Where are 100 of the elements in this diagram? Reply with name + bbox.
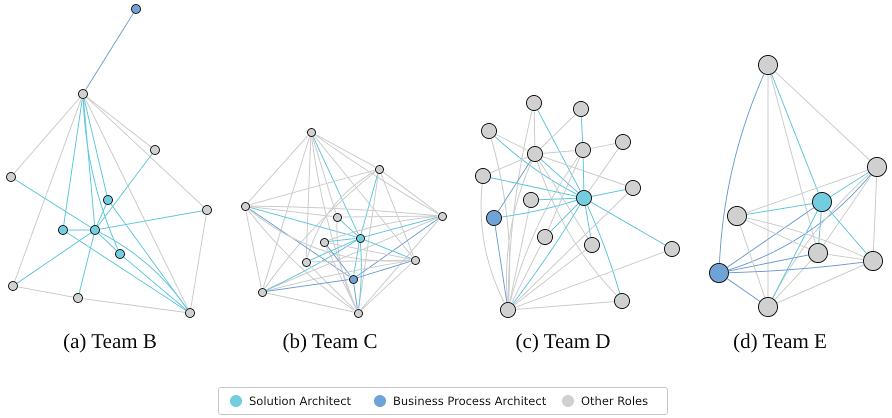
network-node (758, 297, 778, 317)
network-edge (582, 158, 584, 190)
network-edge (308, 264, 356, 310)
network-edge (248, 206, 334, 217)
network-edge (771, 74, 819, 194)
network-edge (872, 176, 878, 252)
network-edge (770, 74, 816, 244)
network-edge (740, 224, 766, 298)
network-edge (490, 138, 510, 303)
network-edge (506, 160, 532, 303)
network-edge (509, 207, 530, 303)
network-edge (542, 156, 626, 186)
network-edge (536, 161, 617, 296)
network-edge (248, 170, 376, 206)
network-edge (14, 98, 82, 282)
network-node (438, 212, 446, 220)
network-edge (480, 183, 505, 304)
network-edge (85, 12, 134, 90)
network-edge (86, 96, 152, 148)
network-edge (498, 160, 532, 212)
network-node (867, 157, 887, 177)
network-node (356, 234, 364, 242)
network-edge (591, 189, 626, 197)
network-edge (123, 256, 187, 310)
network-edge (247, 209, 355, 311)
network-edge (326, 245, 351, 276)
network-edge (534, 110, 536, 146)
network-edge (356, 218, 439, 277)
legend-label: Business Process Architect (393, 394, 546, 408)
network-edge (584, 205, 592, 238)
network-node (58, 225, 68, 235)
network-edge (266, 279, 350, 292)
network-edge (728, 254, 809, 272)
network-node (709, 263, 729, 283)
network-edge (538, 198, 576, 200)
network-edge (360, 218, 440, 310)
network-node (475, 168, 491, 184)
network-edge (746, 218, 864, 258)
network-edge (313, 135, 413, 257)
network-edge (310, 260, 411, 262)
network-node (576, 190, 592, 206)
network-node (306, 128, 316, 136)
network-edge (110, 204, 188, 310)
network-node (348, 274, 358, 284)
network-edge (78, 234, 94, 294)
network-edge (16, 232, 92, 284)
network-edge (501, 200, 577, 218)
network-edge (364, 239, 412, 259)
network-edge (818, 211, 822, 244)
network-edge (63, 98, 83, 226)
network-edge (353, 242, 360, 276)
network-edge (82, 98, 118, 250)
network-edge (580, 116, 584, 142)
network-edge (98, 232, 188, 310)
network-edge (514, 249, 586, 306)
network-node (150, 145, 160, 155)
network-edge (718, 74, 764, 264)
network-edge (828, 209, 867, 254)
network-node (664, 241, 680, 257)
network-node (354, 308, 362, 318)
network-edge (512, 204, 580, 304)
network-edge (96, 204, 106, 226)
network-edge (746, 203, 813, 215)
network-node (537, 229, 553, 245)
network-edge (726, 278, 760, 302)
network-node (185, 308, 195, 318)
network-node (486, 210, 502, 226)
network-edge (328, 216, 438, 241)
network-edge (830, 172, 870, 198)
network-edge (262, 136, 310, 288)
network-node (526, 95, 542, 111)
network-edge (99, 210, 203, 230)
network-edge (266, 260, 412, 292)
legend-label: Other Roles (581, 394, 648, 408)
network-edge (746, 170, 868, 214)
network-node (758, 55, 778, 75)
network-edge (264, 171, 376, 289)
network-node (8, 281, 18, 291)
network-edge (511, 244, 542, 304)
network-edge (98, 232, 117, 252)
network-edge (17, 286, 74, 298)
network-node (481, 123, 497, 139)
network-edge (314, 134, 376, 168)
network-edge (84, 98, 188, 309)
network-edge (358, 172, 379, 310)
network-edge (772, 210, 818, 299)
network-edge (190, 214, 207, 309)
subfigure-caption: (d) Team E (733, 329, 827, 354)
network-edge (746, 220, 810, 250)
network-edge (328, 242, 412, 260)
network-edge (266, 292, 354, 313)
network-edge (823, 174, 872, 246)
network-edge (586, 204, 620, 294)
network-node (374, 164, 384, 174)
network-edge (774, 260, 812, 300)
network-node (6, 172, 16, 182)
network-node (584, 237, 600, 253)
network-node (131, 4, 141, 14)
network-node (500, 302, 516, 318)
network-edge (728, 174, 872, 270)
